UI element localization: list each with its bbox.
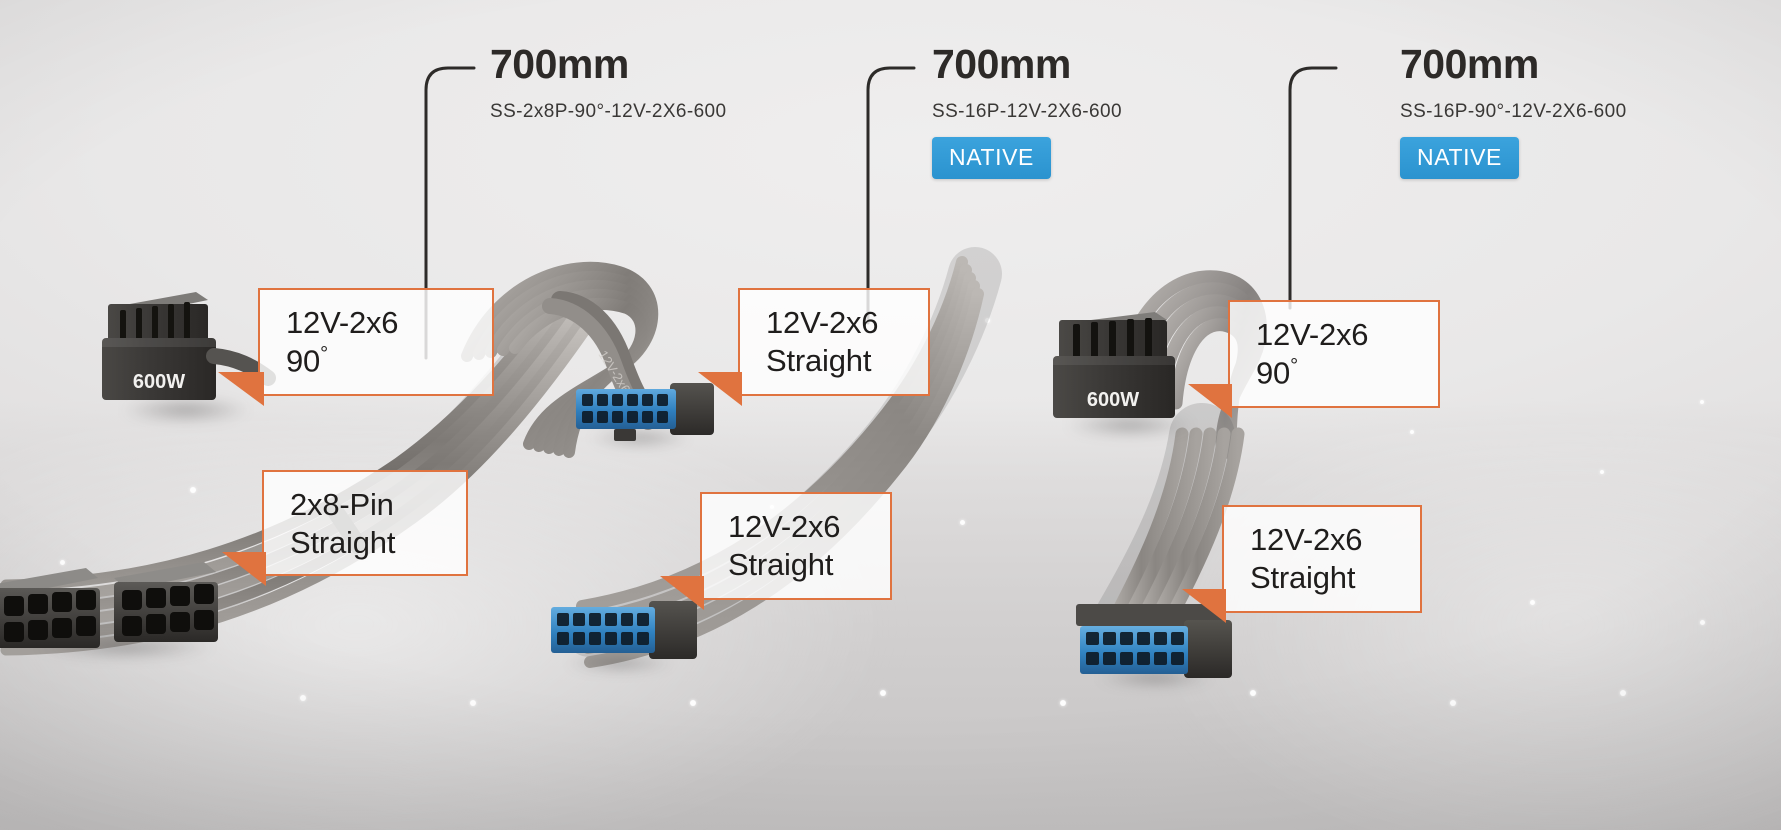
callout-pointer-cable-2-end-b bbox=[660, 576, 704, 610]
cable-2-model: SS-16P-12V-2X6-600 bbox=[932, 101, 1122, 122]
callout-cable-2-end-a-line1: 12V-2x6 bbox=[766, 305, 879, 340]
cable-3-native-badge: NATIVE bbox=[1400, 137, 1519, 179]
surface-speck bbox=[60, 560, 65, 565]
callout-pointer-cable-3-end-b bbox=[1182, 589, 1226, 623]
connector-12v2x6-90deg-600w-left: 600W bbox=[100, 278, 330, 423]
connector-12v2x6-90deg-600w-right: 600W bbox=[1045, 300, 1245, 440]
surface-speck bbox=[690, 700, 696, 706]
callout-cable-1-end-a-angle: 90 bbox=[286, 343, 321, 379]
cable-2-native-badge: NATIVE bbox=[932, 137, 1051, 179]
callout-cable-2-end-a: 12V-2x6 Straight bbox=[738, 288, 930, 396]
callout-cable-3-end-a-line1: 12V-2x6 bbox=[1256, 317, 1369, 352]
cable-1-header: 700mm SS-2x8P-90°-12V-2X6-600 bbox=[490, 44, 727, 123]
callout-cable-1-end-a: 12V-2x6 90° bbox=[258, 288, 494, 396]
degree-symbol-icon: ° bbox=[320, 343, 328, 366]
cable-1-model: SS-2x8P-90°-12V-2X6-600 bbox=[490, 101, 727, 122]
callout-cable-3-end-a-line2: 90° bbox=[1256, 354, 1420, 393]
surface-speck bbox=[1700, 400, 1704, 404]
connector-rating-label: 600W bbox=[1087, 389, 1139, 411]
surface-speck bbox=[1600, 470, 1604, 474]
cable-3-header: 700mm SS-16P-90°-12V-2X6-600 NATIVE bbox=[1400, 44, 1627, 179]
callout-cable-3-end-b: 12V-2x6 Straight bbox=[1222, 505, 1422, 613]
callout-cable-1-end-a-line2: 90° bbox=[286, 342, 474, 381]
callout-pointer-cable-2-end-a bbox=[698, 372, 742, 406]
surface-speck bbox=[1250, 690, 1256, 696]
surface-speck bbox=[300, 695, 306, 701]
callout-cable-1-end-b: 2x8-Pin Straight bbox=[262, 470, 468, 576]
surface-speck bbox=[1620, 690, 1626, 696]
leader-line-cable-3 bbox=[1280, 60, 1340, 310]
callout-cable-1-end-a-line1: 12V-2x6 bbox=[286, 305, 399, 340]
callout-pointer-cable-1-end-a bbox=[218, 372, 264, 406]
callout-cable-2-end-b-line2: Straight bbox=[728, 547, 834, 583]
cable-3-length: 700mm bbox=[1400, 41, 1539, 87]
degree-symbol-icon: ° bbox=[1290, 355, 1298, 378]
callout-cable-3-end-b-line1: 12V-2x6 bbox=[1250, 522, 1363, 557]
cable-2-header: 700mm SS-16P-12V-2X6-600 NATIVE bbox=[932, 44, 1122, 179]
surface-speck bbox=[1700, 620, 1705, 625]
surface-speck bbox=[1410, 430, 1414, 434]
connector-2x8pin-pair bbox=[0, 548, 274, 668]
connector-12v2x6-straight-mid-lower bbox=[545, 585, 705, 675]
connector-rating-label: 600W bbox=[133, 371, 185, 393]
cable-2-length: 700mm bbox=[932, 41, 1071, 87]
callout-cable-1-end-b-line2: Straight bbox=[290, 525, 396, 561]
surface-speck bbox=[960, 520, 965, 525]
callout-pointer-cable-3-end-a bbox=[1188, 384, 1232, 418]
cable-1-length: 700mm bbox=[490, 41, 629, 87]
cable-3-model: SS-16P-90°-12V-2X6-600 bbox=[1400, 101, 1627, 122]
surface-speck bbox=[985, 318, 990, 323]
callout-cable-2-end-b-line1: 12V-2x6 bbox=[728, 509, 841, 544]
surface-speck bbox=[1530, 600, 1535, 605]
leader-line-cable-1 bbox=[418, 60, 478, 360]
surface-speck bbox=[1450, 700, 1456, 706]
callout-cable-3-end-b-line2: Straight bbox=[1250, 560, 1356, 596]
leader-line-cable-2 bbox=[858, 60, 918, 325]
callout-cable-3-end-a: 12V-2x6 90° bbox=[1228, 300, 1440, 408]
surface-speck bbox=[190, 487, 196, 493]
callout-cable-2-end-a-line2: Straight bbox=[766, 343, 872, 379]
callout-cable-3-end-a-angle: 90 bbox=[1256, 355, 1291, 391]
callout-cable-2-end-b: 12V-2x6 Straight bbox=[700, 492, 892, 600]
surface-speck bbox=[880, 690, 886, 696]
surface-speck bbox=[1060, 700, 1066, 706]
callout-pointer-cable-1-end-b bbox=[222, 552, 266, 586]
surface-speck bbox=[470, 700, 476, 706]
callout-cable-1-end-b-line1: 2x8-Pin bbox=[290, 487, 394, 522]
